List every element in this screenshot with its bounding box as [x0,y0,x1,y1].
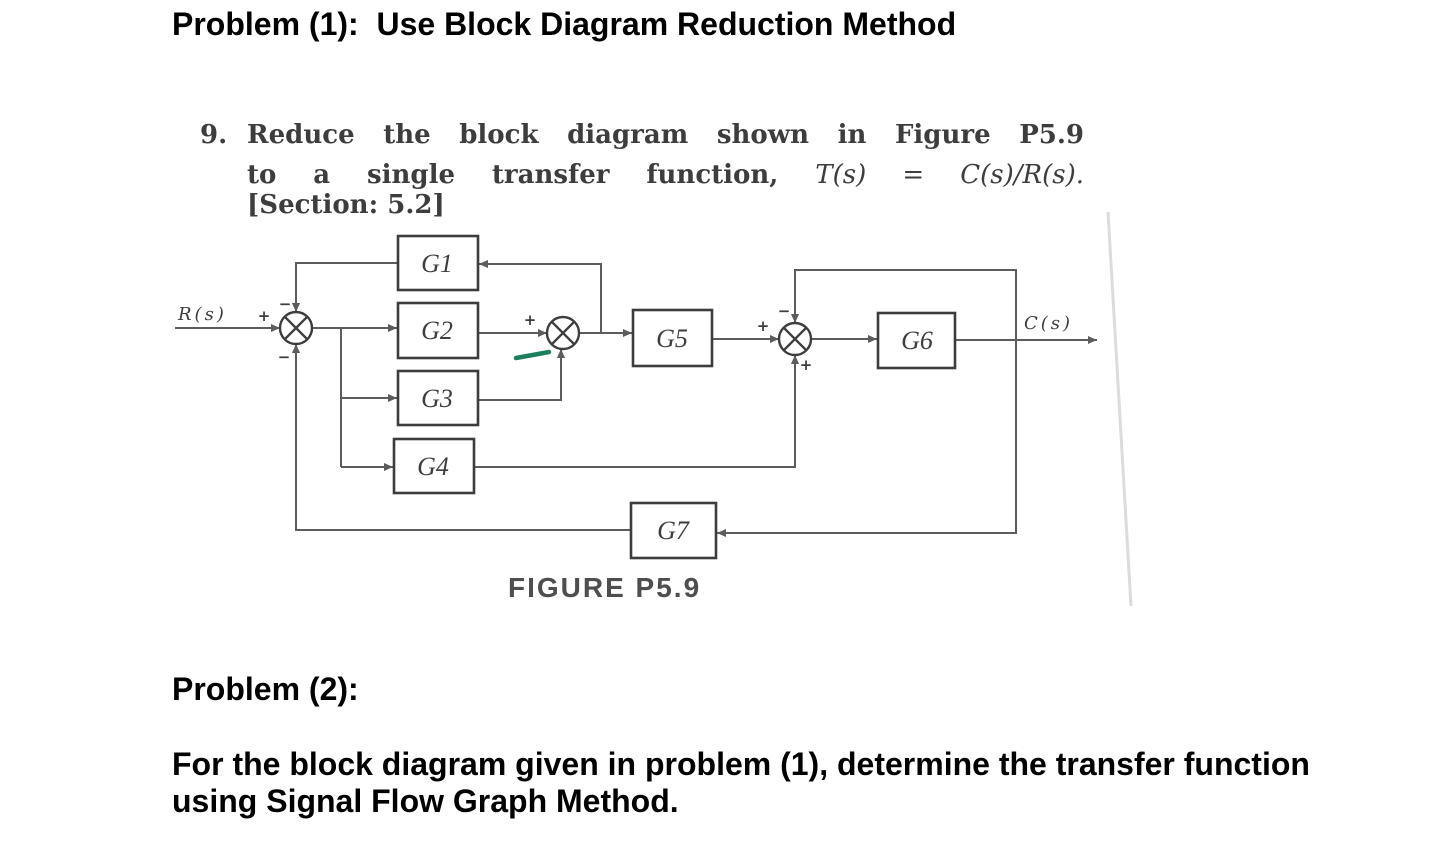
block-g4: G4 [392,437,476,495]
block-g5-label: G5 [656,324,688,353]
block-g5-box [631,308,714,368]
block-g6-box [876,311,957,370]
exercise-line-2-text: to a single transfer function, [247,160,779,190]
summing-junction-2-cross [550,320,576,346]
junction-signs: + − − + + − + [258,295,813,374]
input-signal-label: R(s) [177,304,227,325]
junction-3-sign-top: − [778,302,791,320]
wire-g7-to-sum1 [291,344,631,531]
summing-junction-2 [545,315,581,351]
summing-junction-1-cross [283,315,309,341]
green-marker-stroke [513,349,552,361]
block-g3-box [396,369,480,427]
problem-2-heading: Problem (2): [172,671,359,707]
wire-pickoff-to-g1 [479,259,602,333]
junction-1-sign-top: − [279,295,292,313]
wire-g3-to-sum2 [478,349,566,401]
problem-2-body: For the block diagram given in problem (… [172,746,1310,819]
block-g4-label: G4 [417,452,449,481]
block-g7: G7 [629,501,718,560]
block-g1-label: G1 [421,249,453,278]
wire-g1-to-sum1 [291,262,398,312]
exercise-line-2: to a single transfer function, T(s) = C(… [247,158,1084,192]
junction-2-sign-left: + [524,311,537,329]
summing-junction-1 [278,310,314,346]
block-g6: G6 [876,311,957,370]
wire-g4-to-sum3 [474,355,800,468]
summing-junction-3 [777,321,813,357]
block-g2-box [396,301,480,360]
wire-unity-feedback [790,269,1017,340]
junction-1-sign-bottom: − [278,348,291,366]
block-g5: G5 [631,308,714,368]
scan-edge-artifact [1106,211,1133,607]
junction-1-sign-left: + [258,307,271,325]
summing-junctions [278,310,813,357]
block-g3: G3 [396,369,480,427]
wire-output-to-g7 [717,340,1017,538]
problem-1-heading: Problem (1): Use Block Diagram Reduction… [172,6,957,42]
block-g7-label: G7 [657,516,690,545]
block-g2-label: G2 [421,316,453,345]
block-g2: G2 [396,301,480,360]
signal-wires [175,259,1097,538]
junction-3-sign-left: + [757,317,770,335]
figure-caption: FIGURE P5.9 [508,572,702,603]
transfer-blocks: G1 G2 G3 G4 G5 G6 G7 [392,234,957,560]
output-signal-label: C(s) [1024,313,1073,334]
block-g1: G1 [396,234,480,292]
block-g1-box [396,234,480,292]
transfer-function-expression: T(s) = C(s)/R(s). [815,160,1084,190]
junction-3-sign-bottom: + [800,356,813,374]
block-g7-box [629,501,718,560]
exercise-number: 9. [200,120,228,150]
summing-junction-3-cross [782,326,808,352]
block-g4-box [392,437,476,495]
block-g3-label: G3 [421,384,453,413]
block-g6-label: G6 [901,326,933,355]
exercise-line-1: Reduce the block diagram shown in Figure… [247,120,1084,150]
exercise-section-reference: [Section: 5.2] [247,190,445,220]
